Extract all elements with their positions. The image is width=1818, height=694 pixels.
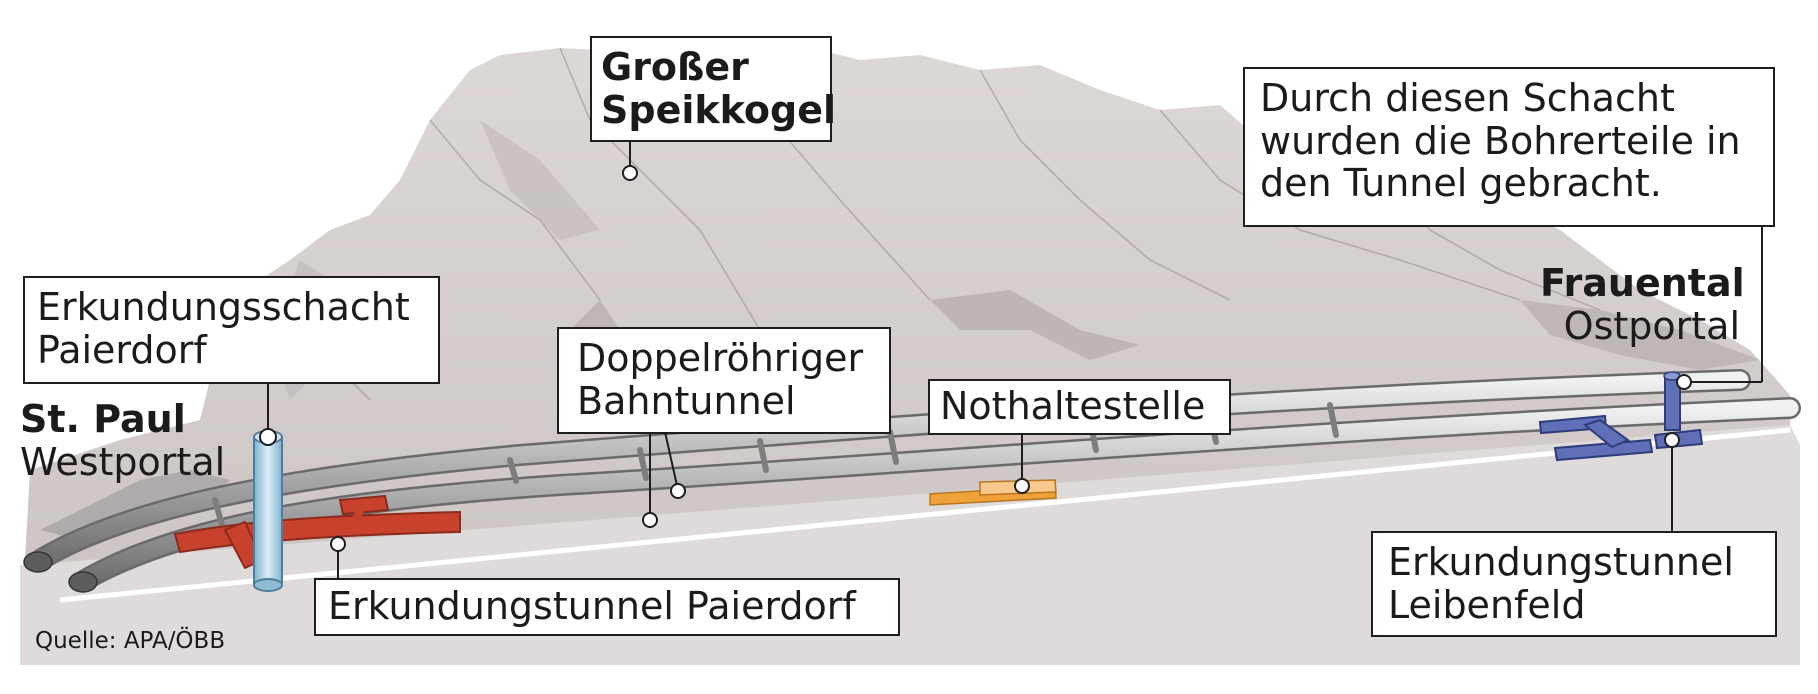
callout-line: Großer [601, 45, 749, 89]
ridge-shadow [930, 290, 1140, 360]
erkundungsschacht-shaft [253, 436, 283, 586]
ridge-shadow [480, 120, 600, 240]
callout-line: Nothaltestelle [940, 384, 1206, 428]
callout-line: Doppelröhriger [577, 336, 864, 380]
callout-line: Erkundungstunnel Paierdorf [328, 584, 856, 628]
label-frauental: Frauental Ostportal [1540, 261, 1745, 348]
frauental-name: Frauental [1540, 261, 1745, 305]
callout-erkundungstunnel-paierdorf: Erkundungstunnel Paierdorf [314, 578, 900, 636]
st-paul-name: St. Paul [20, 397, 186, 441]
callout-line: wurden die Bohrerteile in [1260, 118, 1741, 163]
red-side-gallery [338, 494, 390, 516]
ridge-shadow [1520, 300, 1760, 370]
callout-line: Erkundungsschacht [37, 285, 410, 329]
callout-line: den Tunnel gebracht. [1260, 161, 1662, 206]
gravel-heap [40, 470, 230, 540]
callout-line: Speikkogel [601, 87, 836, 132]
callout-erkundungstunnel-leibenfeld: Erkundungstunnel Leibenfeld [1371, 531, 1777, 637]
callout-nothaltestelle: Nothaltestelle [928, 379, 1231, 435]
callout-doppelroehriger-bahntunnel: Doppelröhriger Bahntunnel [557, 327, 891, 434]
tube-opening [23, 551, 53, 573]
st-paul-portal: Westportal [20, 439, 226, 484]
callout-line: Paierdorf [37, 327, 207, 372]
tube-opening [68, 571, 98, 593]
frauental-portal: Ostportal [1563, 303, 1740, 348]
callout-line: Bahntunnel [577, 378, 796, 423]
callout-line: Durch diesen Schacht [1260, 76, 1675, 120]
callout-grosser-speikkogel: Großer Speikkogel [590, 36, 836, 142]
callout-schacht-info: Durch diesen Schacht wurden die Bohrerte… [1243, 67, 1775, 227]
ridge-lines [229, 47, 1601, 401]
callout-line: Leibenfeld [1388, 582, 1586, 627]
label-st-paul: St. Paul Westportal [20, 398, 225, 483]
callout-line: Erkundungstunnel [1388, 540, 1734, 584]
callout-erkundungsschacht: Erkundungsschacht Paierdorf [23, 276, 440, 384]
source-note: Quelle: APA/ÖBB [35, 628, 226, 654]
anchor-dots [259, 165, 1692, 552]
erkundungstunnel-leibenfeld-section [1538, 375, 1704, 462]
